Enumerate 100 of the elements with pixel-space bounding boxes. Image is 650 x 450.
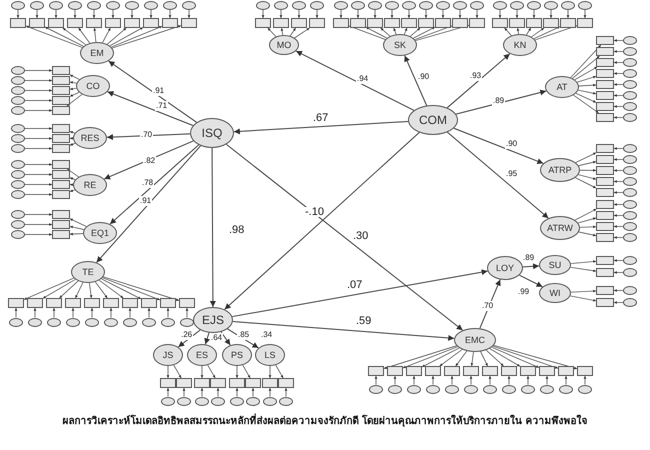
arrow [78,28,90,44]
indicator-box [596,102,614,111]
arrow [493,344,578,370]
indicator-box [27,298,43,308]
indicator-box [501,366,517,376]
arrow [455,350,468,366]
error-ellipse [385,0,399,10]
arrow [173,364,182,378]
arrow [614,105,624,108]
arrow [112,25,182,48]
error-ellipse [419,0,433,10]
indicator-box [52,210,70,219]
edge-label: .26 [180,330,194,340]
arrow [280,28,284,36]
indicator-box [160,298,176,308]
arrow [280,9,282,18]
arrow [492,346,558,369]
error-ellipse [11,76,25,85]
indicator-box [273,18,289,28]
arrow [236,388,238,397]
latent-label: SK [394,40,406,50]
indicator-box [543,18,559,28]
arrow [614,180,624,183]
error-ellipse [11,66,25,75]
error-ellipse [142,318,156,326]
arrow [200,366,204,378]
error-ellipse [578,384,592,394]
indicator-box [526,18,542,28]
indicator-box [52,124,70,133]
error-ellipse [106,0,120,10]
arrow [470,376,472,385]
arrow [432,376,434,385]
arrow [574,66,598,80]
arrow [70,177,76,180]
indicator-box [384,18,400,28]
arrow [412,26,436,39]
indicator-box [418,18,434,28]
error-ellipse [527,0,541,10]
indicator-box [596,36,614,45]
edge-label: -.10 [304,207,325,217]
arrow [614,72,624,75]
error-ellipse [49,0,63,10]
arrow [112,9,114,18]
arrow [439,349,462,366]
error-ellipse [180,318,194,326]
arrow [614,116,624,119]
indicator-box [229,378,245,388]
arrow [24,223,52,226]
latent-ellipse [73,127,107,149]
edge-label: .59 [355,316,372,326]
arrow [93,28,96,42]
arrow [614,147,624,150]
arrow [98,280,124,298]
arrow [480,351,488,366]
arrow [380,28,390,36]
arrow [408,9,410,18]
indicator-box [560,18,576,28]
edge-label: .90 [417,72,430,82]
arrow [614,203,624,206]
latent-ellipse [269,35,299,55]
error-ellipse [11,134,25,143]
indicator-box [539,366,555,376]
indicator-box [425,366,441,376]
arrow [224,132,420,310]
error-ellipse [11,230,25,239]
error-ellipse [211,396,225,406]
latent-label: LS [264,350,276,360]
indicator-box [596,91,614,100]
arrow [578,84,596,87]
error-ellipse [161,396,175,406]
latent-label: AT [556,82,568,92]
indicator-box [46,298,62,308]
indicator-box [52,86,70,95]
latent-ellipse [83,222,117,244]
latent-label: WI [550,288,560,298]
arrow [96,145,202,263]
latent-label: EMC [465,335,485,345]
error-ellipse [11,160,25,169]
arrow [24,147,52,150]
indicator-box [596,144,614,153]
arrow [52,308,56,318]
indicator-box [52,76,70,85]
arrow [402,346,458,368]
arrow [182,388,186,397]
latent-label: JS [162,350,174,360]
arrow [186,308,188,318]
arrow [614,271,624,274]
error-ellipse [263,396,277,406]
error-ellipse [310,0,324,10]
arrow [614,225,624,228]
arrow [574,208,597,220]
arrow [295,50,414,111]
latent-ellipse [255,344,285,366]
error-ellipse [11,220,25,229]
arrow [374,9,376,18]
error-ellipse [623,233,637,242]
arrow [220,331,231,346]
indicator-box [469,18,485,28]
arrow [106,133,191,140]
arrow [70,81,77,84]
